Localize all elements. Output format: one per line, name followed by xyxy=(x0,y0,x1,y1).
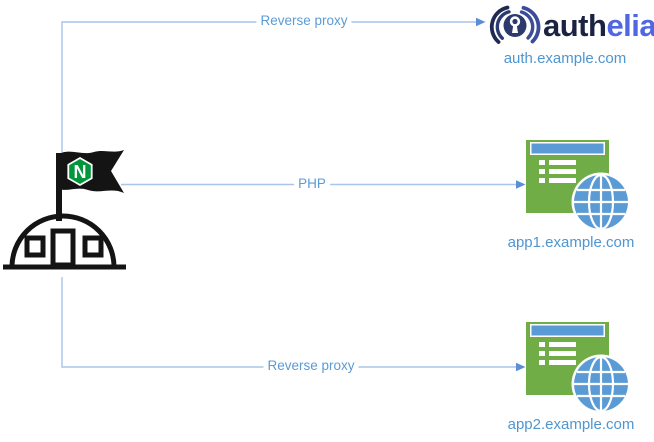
keyhole-icon xyxy=(509,16,521,33)
app1-server-icon xyxy=(526,140,631,232)
edge-label-php: PHP xyxy=(294,176,330,192)
nginx-hexagon xyxy=(67,156,93,187)
edge-nginx-to-authelia xyxy=(61,21,476,154)
authelia-domain-label: auth.example.com xyxy=(503,50,627,67)
nginx-door xyxy=(50,228,76,268)
keyhole-stem xyxy=(512,24,518,33)
app-list-lines xyxy=(539,342,576,365)
nginx-dome xyxy=(9,213,117,268)
app-list-lines xyxy=(539,160,576,183)
authelia-wordmark-dark: auth xyxy=(543,8,607,43)
nginx-server-icon: N xyxy=(3,150,126,270)
authelia-arc-outer-left xyxy=(489,5,510,44)
edge-label-reverse-proxy-top: Reverse proxy xyxy=(256,13,352,29)
authelia-arc-inner-left xyxy=(495,10,511,40)
nginx-window-left xyxy=(24,235,46,258)
app1-domain-label: app1.example.com xyxy=(507,234,635,251)
nginx-flag-letter: N xyxy=(74,162,87,182)
edge-label-reverse-proxy-bottom: Reverse proxy xyxy=(263,358,359,374)
edge-arrowhead-authelia xyxy=(476,17,486,27)
app-titlebar xyxy=(531,325,604,336)
authelia-arc-inner-right xyxy=(519,10,535,40)
app2-server-icon xyxy=(526,322,631,414)
app2-domain-label: app2.example.com xyxy=(507,416,635,433)
authelia-arc-outer-right xyxy=(521,5,541,44)
edge-arrowhead-app2 xyxy=(516,362,526,372)
edge-arrowhead-app1 xyxy=(516,180,526,189)
authelia-arcs xyxy=(489,5,541,44)
app-titlebar xyxy=(531,143,604,154)
authelia-logo-icon xyxy=(489,5,541,44)
authelia-wordmark: authelia xyxy=(543,7,654,45)
nginx-window-right xyxy=(82,235,104,258)
globe-icon xyxy=(571,172,631,232)
authelia-wordmark-light: elia xyxy=(606,8,654,43)
edge-nginx-to-app2 xyxy=(61,277,516,368)
globe-icon xyxy=(571,354,631,414)
nginx-flag-icon: N xyxy=(59,150,124,193)
